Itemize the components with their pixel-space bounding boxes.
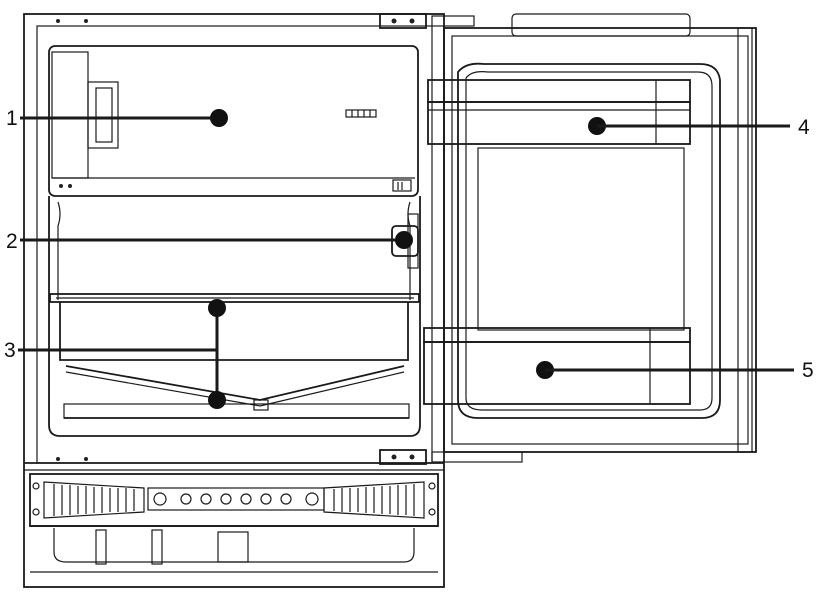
callout-dot-1: [210, 109, 228, 127]
ventilation-grille: [29, 473, 439, 527]
callout-number-1: 1: [6, 107, 18, 130]
cabinet: [23, 13, 445, 588]
door: [443, 13, 757, 453]
callout-5: 5: [536, 359, 814, 382]
callout-number-3: 3: [4, 339, 16, 362]
callout-number-5: 5: [802, 359, 814, 382]
callout-2: 2: [6, 230, 413, 253]
callout-dot-3b: [208, 391, 226, 409]
glass-shelf: [49, 293, 420, 303]
base-tray: [30, 528, 438, 573]
door-shelf-lower: [423, 327, 691, 405]
door-shelf-upper: [427, 79, 691, 145]
main-compartment: [48, 196, 421, 437]
callout-3: 3: [4, 299, 226, 409]
callout-dot-2: [395, 231, 413, 249]
crisper-drawer: [59, 302, 410, 419]
top-hinge: [379, 13, 475, 29]
upper-compartment: [48, 45, 419, 197]
callout-number-2: 2: [6, 230, 18, 253]
callout-1: 1: [6, 107, 228, 130]
callout-4: 4: [588, 116, 810, 139]
callout-number-4: 4: [798, 116, 810, 139]
callout-dot-3a: [208, 299, 226, 317]
